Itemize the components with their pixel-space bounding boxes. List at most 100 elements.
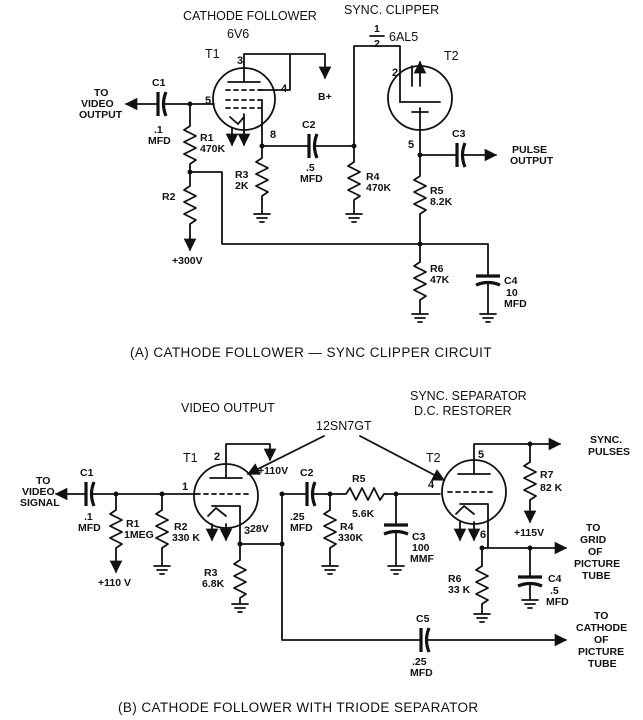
b-r5-value: 5.6K [352, 508, 375, 520]
b-t2-pin6: 6 [480, 529, 486, 541]
b-c2-unit: MFD [290, 522, 313, 534]
b-c3-unit: MMF [410, 553, 434, 565]
b-c5-value: .25 [412, 656, 427, 668]
a-c1-label: C1 [152, 77, 166, 89]
b-c1-value: .1 [84, 511, 93, 523]
b-r1-label: R1 [126, 518, 140, 530]
a-output-label-2: OUTPUT [510, 155, 554, 167]
a-r1-resistor [183, 103, 197, 173]
a-r4-value: 470K [366, 182, 392, 194]
a-title-sync-clipper: SYNC. CLIPPER [344, 3, 439, 17]
b-t1-pin2: 2 [214, 451, 220, 463]
a-bplus-label: B+ [318, 91, 332, 103]
b-t1-pin3: 3 [244, 525, 250, 537]
b-sync-label: SYNC. [590, 434, 622, 446]
b-c3-label: C3 [412, 531, 426, 543]
b-tube-t1: T1 [183, 451, 259, 529]
b-r7-label: R7 [540, 469, 554, 481]
a-t1-pin8: 8 [270, 129, 276, 141]
a-r3-value: 2K [235, 180, 249, 192]
b-title-dc-restorer: D.C. RESTORER [414, 404, 512, 418]
a-t2-pin5: 5 [408, 139, 414, 151]
b-115v-label: +115V [514, 527, 544, 539]
b-title-sync-separator: SYNC. SEPARATOR [410, 389, 527, 403]
b-t1-pin1: 1 [182, 481, 188, 493]
b-r4-ground [321, 565, 339, 575]
a-c4-value: 10 [506, 287, 518, 299]
a-r1-label: R1 [200, 132, 214, 144]
b-to-cathode-label-4: PICTURE [578, 646, 624, 658]
b-r4-resistor [323, 493, 337, 567]
a-title-cathode-follower: CATHODE FOLLOWER [183, 9, 317, 23]
a-half-numerator: 1 [374, 23, 380, 35]
a-c4-ground [479, 313, 497, 323]
a-c2-label: C2 [302, 119, 316, 131]
a-c3-label: C3 [452, 128, 466, 140]
b-c3-ground [387, 565, 405, 575]
a-r2-label: R2 [162, 191, 176, 203]
b-r1-resistor [109, 493, 123, 567]
b-r2-ground [153, 565, 171, 575]
b-to-cathode-label-3: OF [594, 634, 609, 646]
a-r4-label: R4 [366, 171, 380, 183]
b-r4-value: 330K [338, 532, 364, 544]
b-c1-label: C1 [80, 467, 94, 479]
b-c5-label: C5 [416, 613, 430, 625]
a-c4-label: C4 [504, 275, 518, 287]
a-t2-label: T2 [444, 49, 459, 63]
b-to-label: TO [36, 475, 50, 487]
a-t2-tube-type: 6AL5 [389, 30, 418, 44]
a-t1-label: T1 [205, 47, 220, 61]
b-r6-label: R6 [448, 573, 462, 585]
b-r7-resistor [523, 443, 537, 517]
a-r1-value: 470K [200, 143, 226, 155]
b-r2-resistor [155, 493, 169, 567]
b-to-cathode-label-2: CATHODE [576, 622, 627, 634]
a-t1-pin4: 4 [281, 83, 288, 95]
diagram-b: VIDEO OUTPUT 12SN7GT SYNC. SEPARATOR D.C… [20, 389, 630, 715]
b-r6-ground [473, 613, 491, 623]
b-c1-unit: MFD [78, 522, 101, 534]
b-to-cathode-label-5: TUBE [588, 658, 617, 670]
b-video-label: VIDEO [22, 486, 55, 498]
b-c2-label: C2 [300, 467, 314, 479]
b-pulses-label: PULSES [588, 446, 630, 458]
a-r4-ground [345, 213, 363, 223]
a-to-label: TO [94, 87, 108, 99]
b-c4-label: C4 [548, 573, 562, 585]
b-c4-unit: MFD [546, 596, 569, 608]
b-to-grid-label-5: TUBE [582, 570, 611, 582]
a-r5-label: R5 [430, 185, 444, 197]
b-t1-label: T1 [183, 451, 198, 465]
b-r3-resistor [233, 543, 247, 605]
a-r3-ground [253, 213, 271, 223]
b-caption: (B) CATHODE FOLLOWER WITH TRIODE SEPARAT… [118, 700, 479, 715]
a-caption: (A) CATHODE FOLLOWER — SYNC CLIPPER CIRC… [130, 345, 492, 360]
diagram-a: CATHODE FOLLOWER 6V6 SYNC. CLIPPER 1 2 6… [79, 3, 554, 360]
a-r6-value: 47K [430, 274, 450, 286]
a-c2-unit: MFD [300, 173, 323, 185]
b-t2-label: T2 [426, 451, 441, 465]
b-title-video-output: VIDEO OUTPUT [181, 401, 275, 415]
b-signal-label: SIGNAL [20, 497, 60, 509]
b-c5-unit: MFD [410, 667, 433, 679]
a-r2-resistor [183, 171, 197, 239]
b-r2-label: R2 [174, 521, 188, 533]
b-r6-value: 33 K [448, 584, 471, 596]
b-c2-value: .25 [290, 511, 305, 523]
b-c4-value: .5 [550, 585, 559, 597]
a-t2-pin2: 2 [392, 67, 398, 79]
b-t2-pin4: 4 [428, 479, 435, 491]
a-t1-tube-type: 6V6 [227, 27, 249, 41]
a-300v-label: +300V [172, 255, 203, 267]
a-t1-pin5: 5 [205, 95, 211, 107]
b-to-grid-label-4: PICTURE [574, 558, 620, 570]
a-r6-ground [411, 313, 429, 323]
b-to-grid-label-2: GRID [580, 534, 607, 546]
a-half-denominator: 2 [374, 38, 380, 50]
a-r5-value: 8.2K [430, 196, 453, 208]
b-r1-value: 1MEG [124, 529, 154, 541]
b-r5-resistor [337, 487, 397, 501]
b-r5-label: R5 [352, 473, 366, 485]
